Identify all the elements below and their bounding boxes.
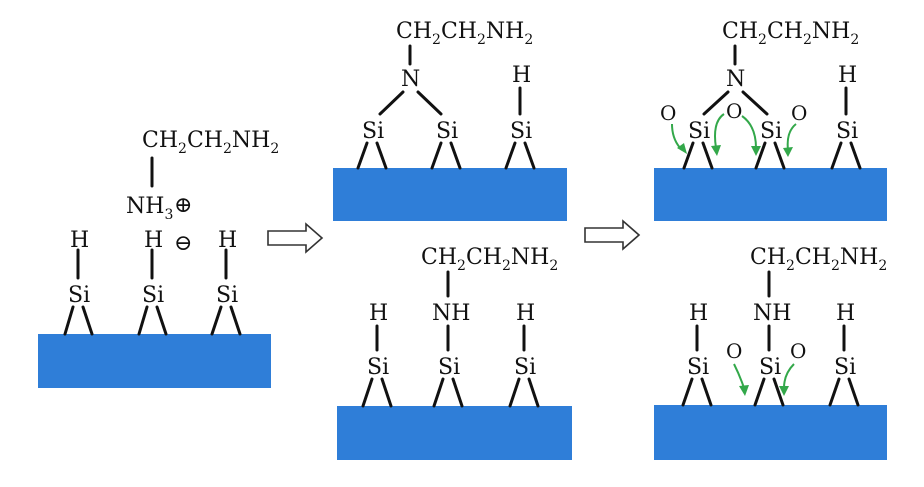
si-atom: Si [362, 119, 384, 144]
h-atom: H [689, 301, 708, 326]
nh-group: NH [432, 301, 470, 326]
si-atom: Si [760, 119, 782, 144]
h-atom: H [516, 301, 535, 326]
h-atom: H [369, 301, 388, 326]
si-atom: Si [836, 119, 858, 144]
h-atom: H [218, 228, 237, 253]
curved-green-arrow-icon [783, 123, 797, 157]
h-atom: H [512, 63, 531, 88]
o-atom: O [726, 99, 742, 123]
h-atom: H [838, 63, 857, 88]
curved-green-arrow-icon [741, 115, 761, 156]
n-atom: N [726, 67, 745, 92]
minus-charge: ⊖ [174, 231, 192, 256]
panel-initial: H Si H Si H Si ⊖ CH2CH2NH2 NH3 ⊕ [38, 128, 279, 388]
si-atom: Si [510, 119, 532, 144]
substrate-middle-top [333, 168, 567, 221]
hollow-right-arrow-icon [267, 222, 324, 254]
si-atom: Si [68, 283, 90, 308]
panel-middle-bottom: CH2CH2NH2 H Si NH Si H Si [337, 245, 572, 460]
substrate-middle-bottom [337, 406, 572, 460]
h-atom: H [836, 301, 855, 326]
curved-green-arrow-icon [733, 363, 749, 396]
o-atom: O [726, 339, 742, 363]
substrate-right-top [654, 168, 887, 221]
panel-middle-top: CH2CH2NH2 N Si Si H Si [333, 19, 567, 221]
o-atom: O [790, 339, 806, 363]
curved-green-arrow-icon [711, 113, 725, 156]
chain-label-ethylamine: CH2CH2NH2 [722, 19, 859, 48]
curved-green-arrow-icon [779, 363, 795, 396]
panel-right-top: CH2CH2NH2 N Si Si H Si O O O [654, 19, 887, 221]
si-atom: Si [367, 355, 389, 380]
substrate-right-bottom [654, 405, 887, 460]
h-atom: H [70, 228, 89, 253]
substrate-initial [38, 334, 271, 388]
o-atom: O [791, 101, 807, 125]
chain-label-ethylamine: CH2CH2NH2 [750, 245, 887, 274]
si-atom: Si [142, 283, 164, 308]
si-atom: Si [834, 355, 856, 380]
si-atom: Si [687, 355, 709, 380]
nh-group: NH [753, 301, 791, 326]
h-atom: H [144, 228, 163, 253]
si-atom: Si [514, 355, 536, 380]
si-atom: Si [436, 119, 458, 144]
chain-label-ethylamine: CH2CH2NH2 [142, 128, 279, 157]
chain-label-ethylamine: CH2CH2NH2 [421, 245, 558, 274]
si-atom: Si [438, 355, 460, 380]
n-atom: N [401, 67, 420, 92]
hollow-right-arrow-icon [584, 219, 641, 251]
panel-right-bottom: CH2CH2NH2 H Si NH Si H Si O O [654, 245, 887, 460]
si-atom: Si [688, 119, 710, 144]
plus-charge: ⊕ [174, 193, 192, 218]
o-atom: O [660, 101, 676, 125]
si-atom: Si [216, 283, 238, 308]
si-atom: Si [759, 355, 781, 380]
chain-label-ethylamine: CH2CH2NH2 [396, 19, 533, 48]
curved-green-arrow-icon [671, 123, 687, 154]
ammonium-group: NH3 [126, 194, 173, 223]
